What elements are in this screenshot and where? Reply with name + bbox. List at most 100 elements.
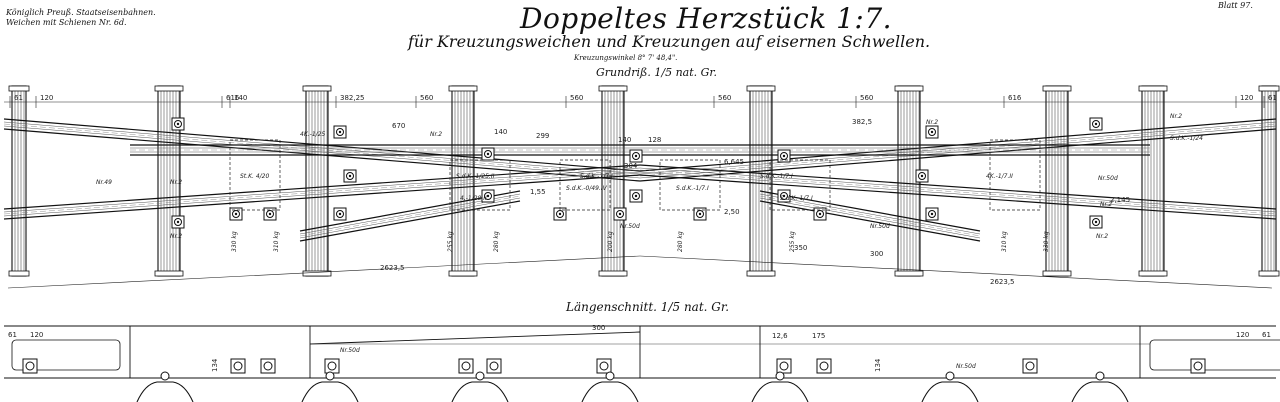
weight-label: 280 kg: [677, 231, 684, 252]
inner-dimension-label: 1,55: [530, 188, 546, 196]
section-slope-line: [309, 331, 641, 345]
section-dim-right: 61: [1262, 331, 1271, 339]
section-dim-right: 120: [1236, 331, 1249, 339]
sleeper-bolt: [945, 371, 955, 381]
fishplate-outline: [989, 139, 1041, 211]
bolt-centre: [268, 212, 272, 216]
sleeper-flange-bottom: [598, 270, 628, 277]
top-dimension-label: 120: [1240, 94, 1253, 102]
sleeper-flange-bottom: [1042, 270, 1072, 277]
section-bolt-circle: [233, 361, 243, 371]
clip-plate: [229, 207, 243, 221]
sleeper-flange-top: [1258, 85, 1280, 92]
rail-head-line: [3, 171, 641, 217]
section-bolt-circle: [263, 361, 273, 371]
fishplate-label: S.d.K.-1/7.I: [580, 173, 613, 180]
sleeper: [302, 85, 332, 277]
drawing-subtitle: für Kreuzungsweichen und Kreuzungen auf …: [408, 32, 931, 51]
sleeper-flange-top: [598, 85, 628, 92]
top-dimension-label: 61: [14, 94, 23, 102]
sleeper-flange-top: [302, 85, 332, 92]
sleeper-flange-bottom: [8, 270, 30, 277]
sleeper: [448, 85, 478, 277]
sleeper-outline: [1141, 85, 1165, 277]
inner-dimension-label: 382,5: [852, 118, 872, 126]
sleeper-profile: [301, 381, 359, 402]
inner-dimension-label: 350: [794, 244, 807, 252]
section-bolt-label: Nr.50d: [340, 347, 360, 354]
clip-plate: [481, 189, 495, 203]
fishplate-label: 4K.-1/7.II: [986, 173, 1013, 180]
section-dim-left: 61: [8, 331, 17, 339]
section-bolt-circle: [461, 361, 471, 371]
railway-administration-caption: Königlich Preuß. Staatseisenbahnen. Weic…: [6, 8, 156, 28]
rail-right-lower: [639, 164, 1277, 220]
fishplate-label: S.d.K.-1/25.II: [456, 173, 495, 180]
bolt-centre: [176, 220, 180, 224]
top-dimension-label: 382,25: [340, 94, 365, 102]
fishplate-label: S.d.K.-1/7.I: [676, 185, 709, 192]
inner-dimension-label: 300: [870, 250, 883, 258]
clip-plate: [629, 189, 643, 203]
fishplate-label: St.K. 4/20: [240, 173, 269, 180]
section-height-label: 134: [874, 358, 882, 372]
sleeper-profile: [581, 381, 639, 402]
caption-line-2: Weichen mit Schienen Nr. 6d.: [6, 18, 127, 27]
weight-label: 255 kg: [789, 231, 796, 252]
fishplate-label: 4K.-1/25: [300, 131, 325, 138]
section-rail-end: [11, 339, 121, 371]
bolt-centre: [634, 194, 638, 198]
sleeper-profile: [1071, 381, 1129, 402]
sleeper-profile: [751, 381, 809, 402]
overall-dimension-line: [639, 255, 1273, 289]
section-bolt-circle: [489, 361, 499, 371]
drawing-title: Doppeltes Herzstück 1:7.: [520, 2, 893, 35]
clip-plate: [1089, 117, 1103, 131]
top-dimension-label: 61: [1268, 94, 1277, 102]
sleeper-flange-bottom: [154, 270, 184, 277]
sheet-number: Blatt 97.: [1218, 1, 1253, 10]
bolt-centre: [930, 130, 934, 134]
section-bolt-circle: [819, 361, 829, 371]
sleeper-profile: [136, 381, 194, 402]
sleeper-bolt: [1095, 371, 1105, 381]
fishplate-outline: [559, 159, 611, 211]
sleeper: [8, 85, 30, 277]
sleepers-group: [8, 85, 1280, 277]
inner-dimension-label: 670: [392, 122, 405, 130]
sleeper-flange-top: [1042, 85, 1072, 92]
sleeper-flange-top: [1138, 85, 1168, 92]
fishplate-label: S.d.K.-1/24: [1170, 135, 1203, 142]
rail-centre-line: [759, 195, 981, 237]
rail-edge: [3, 174, 641, 220]
section-bolt-circle: [1193, 361, 1203, 371]
sleeper-bolt: [775, 371, 785, 381]
clip-plate: [925, 207, 939, 221]
bolt-centre: [1094, 220, 1098, 224]
caption-line-1: Königlich Preuß. Staatseisenbahnen.: [6, 8, 156, 17]
bolt-number-label: Nr.2: [1100, 201, 1112, 208]
overall-length-left: 2623,5: [380, 264, 405, 272]
rail-edge: [639, 174, 1277, 220]
clip-plate: [777, 189, 791, 203]
bolt-number-label: Nr.2: [926, 119, 938, 126]
bolt-centre: [1094, 122, 1098, 126]
sleeper-flange-bottom: [302, 270, 332, 277]
top-dimension-label: 616: [226, 94, 240, 102]
section-bolt-circle: [599, 361, 609, 371]
inner-dimension-label: 140: [618, 136, 631, 144]
rail-head-line: [299, 197, 521, 239]
rail-edge: [759, 200, 981, 242]
bolt-number-label: Nr.2: [170, 233, 182, 240]
fishplate-outline: [659, 159, 721, 211]
bolt-centre: [818, 212, 822, 216]
inner-dimension-label: 128: [648, 136, 661, 144]
bolt-number-label: Nr.2: [170, 179, 182, 186]
sleeper-bolt: [605, 371, 615, 381]
bolt-centre: [782, 154, 786, 158]
fishplate-label: S.d.K.-1/7.I: [780, 195, 813, 202]
top-dimension-label: 560: [718, 94, 731, 102]
sleeper-outline: [305, 85, 329, 277]
weight-label: 280 kg: [493, 231, 500, 252]
fishplate-outline: [449, 159, 511, 211]
